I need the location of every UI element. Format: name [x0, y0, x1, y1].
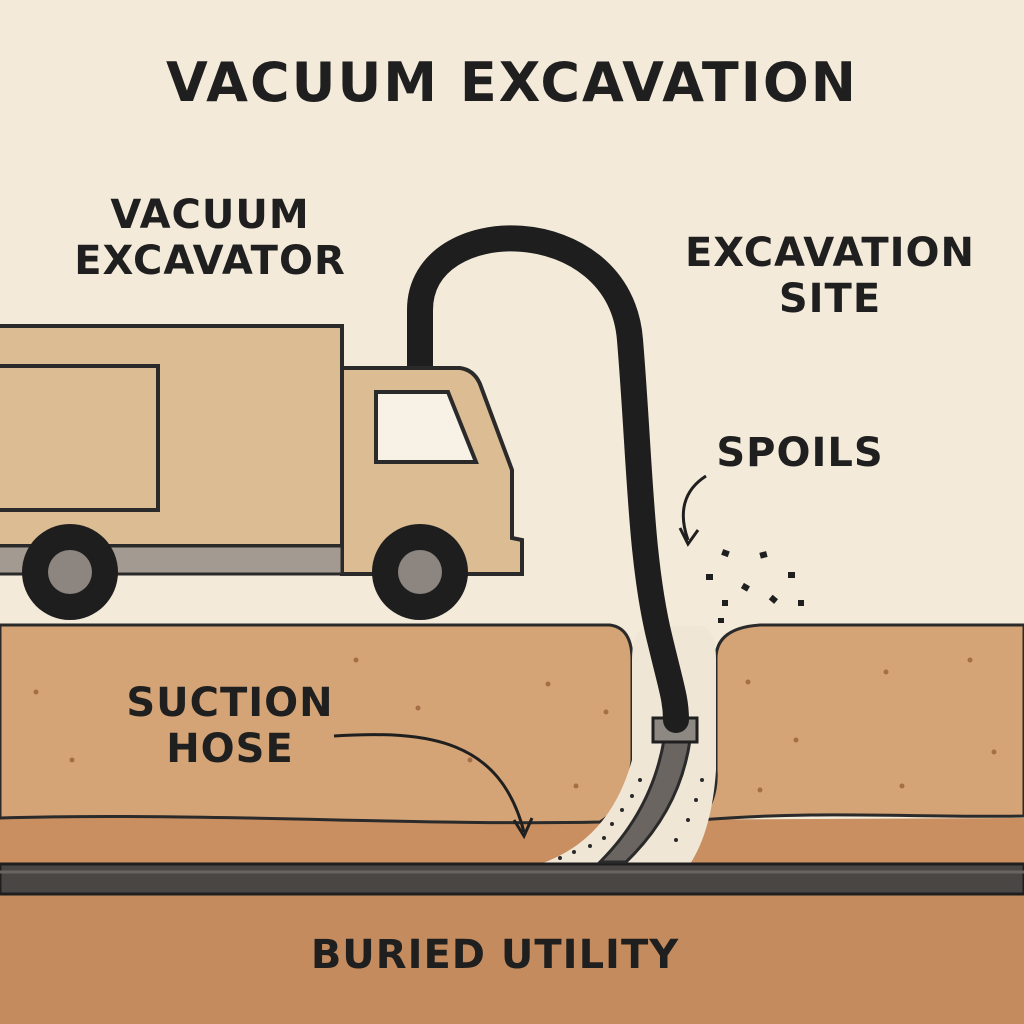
label-suction-hose: SUCTION HOSE [110, 680, 350, 772]
label-excavation-site-line-2: SITE [778, 276, 882, 322]
upper-soil-right [696, 623, 1024, 822]
buried-utility-pipe [0, 862, 1024, 896]
soil-speckles [33, 657, 997, 793]
suction-hose-line [407, 225, 689, 733]
label-suction-hose-line-1: SUCTION [126, 680, 334, 726]
upper-soil-left [0, 623, 634, 825]
spoils-particles [706, 549, 804, 623]
lower-soil-band [0, 816, 1024, 866]
label-excavation-site: EXCAVATION SITE [670, 230, 990, 322]
page-title: VACUUM EXCAVATION [166, 51, 858, 114]
spoils-arrow-head [678, 527, 700, 547]
truck-front-wheel [372, 524, 468, 620]
label-vacuum-excavator-line-2: EXCAVATOR [74, 238, 346, 284]
label-vacuum-excavator-line-1: VACUUM [110, 192, 310, 238]
suction-nozzle [596, 738, 692, 864]
label-suction-hose-line-2: HOSE [166, 726, 294, 772]
label-spoils: SPOILS [716, 430, 884, 476]
truck-cargo-panel [0, 364, 160, 512]
spoils-arrow [681, 474, 707, 541]
label-buried-utility: BURIED UTILITY [310, 932, 680, 978]
suction-hose-arrow-head [512, 817, 534, 840]
suction-hose-arrow [333, 733, 526, 833]
truck-rear-wheel [22, 524, 118, 620]
truck-window [374, 390, 479, 464]
label-vacuum-excavator: VACUUM EXCAVATOR [60, 192, 360, 284]
deep-soil-layer [0, 880, 1024, 1024]
suction-debris [558, 778, 704, 860]
label-excavation-site-line-1: EXCAVATION [684, 230, 976, 276]
